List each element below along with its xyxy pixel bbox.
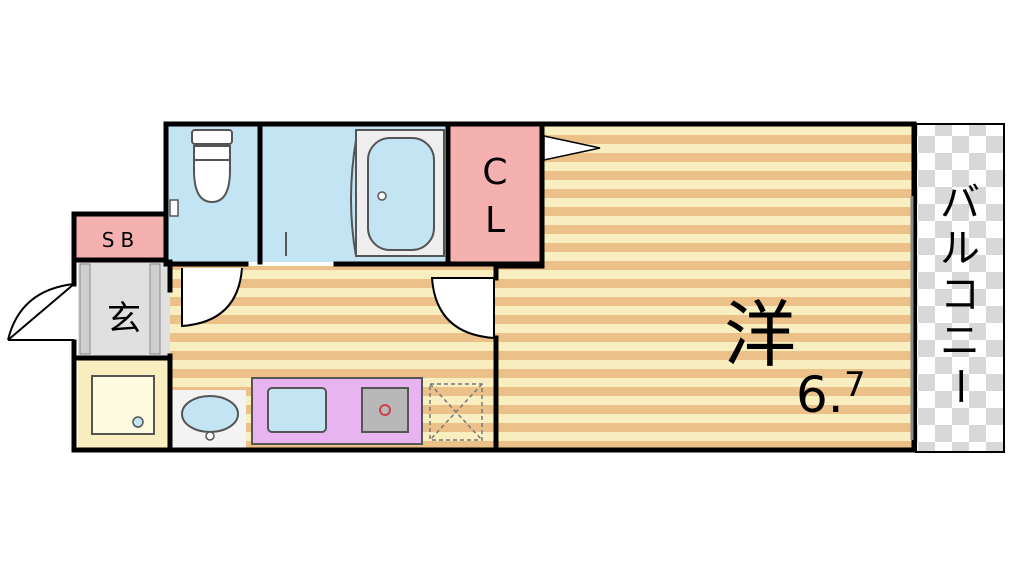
balcony [915,123,1005,453]
fridge-space-cross [429,383,483,441]
western-room-floor [496,126,912,448]
closet-door-icon [543,135,601,161]
shoe-box-label: SB [102,228,140,252]
washer-pan [91,375,155,435]
entrance-step [79,263,91,355]
closet-label-c: C [482,152,507,193]
room-size-label: 6. [796,366,844,424]
balcony-char: ー [936,366,982,406]
wash-basin-icon [181,395,239,433]
room-size-decimal-label: 7 [844,365,866,405]
entrance-step [149,263,161,355]
walls [71,121,917,453]
bath-door-icon [350,139,357,257]
western-room-label: 洋 [724,293,796,377]
washer-drain-icon [132,416,144,428]
toilet-tank-icon [191,129,233,145]
fridge-space [429,383,483,441]
closet-label-l: L [485,200,505,241]
entrance-door-icon [7,283,75,341]
balcony-label: バ ル コ ニ ー [936,180,982,406]
kitchen-sink-icon [267,387,327,433]
bathtub-basin-icon [367,137,435,251]
stove-icon [361,387,409,433]
toilet-bowl-icon [193,145,231,204]
balcony-char: バ [940,180,980,226]
paper-holder-icon [169,199,179,217]
balcony-char: ル [940,226,980,272]
washroom-door-icon [181,267,243,328]
bath-drain-icon [377,191,387,201]
room-door-icon [430,277,495,340]
closet [450,126,540,262]
balcony-char: ニ [940,318,980,364]
shoe-box [76,216,166,258]
faucet-icon [205,431,215,441]
burner-icon [379,404,391,416]
balcony-char: コ [940,272,980,318]
entrance-label: 玄 [107,299,141,339]
